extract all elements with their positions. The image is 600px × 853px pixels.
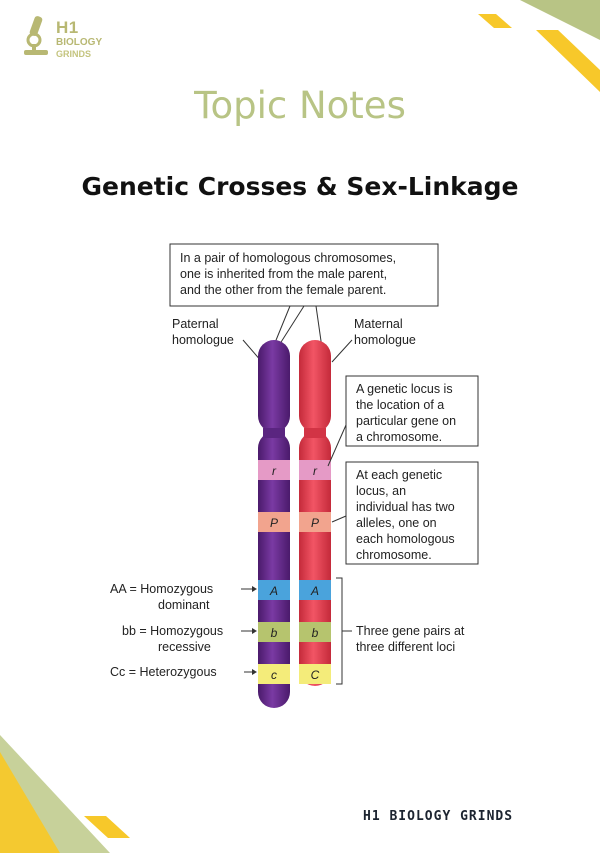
- inheritance-note-line-2: one is inherited from the male parent,: [180, 267, 387, 281]
- band-b-maternal: [299, 622, 331, 642]
- logo-grinds-text: GRINDS: [56, 49, 92, 59]
- logo-biology-text: BIOLOGY: [56, 37, 103, 48]
- band-c-maternal-label: C: [311, 668, 320, 682]
- alleles-box-line-2: locus, an: [356, 484, 406, 498]
- aa-label-line-2: dominant: [158, 598, 210, 612]
- band-c-paternal-label: c: [271, 668, 277, 682]
- band-a-maternal-label: A: [310, 584, 319, 598]
- gene-pairs-label-line-2: three different loci: [356, 640, 455, 654]
- bb-label-line-2: recessive: [158, 640, 211, 654]
- band-p-maternal-label: P: [311, 516, 319, 530]
- band-b-maternal-label: b: [312, 626, 319, 640]
- locus-box-line-3: particular gene on: [356, 414, 456, 428]
- cc-label-line-1: Cc = Heterozygous: [110, 665, 217, 679]
- locus-box-line-2: the location of a: [356, 398, 444, 412]
- gene-pairs-bracket: [336, 577, 352, 685]
- page-title: Genetic Crosses & Sex-Linkage: [81, 172, 519, 201]
- band-c-maternal: [299, 664, 331, 684]
- band-b-paternal-label: b: [271, 626, 278, 640]
- band-r-paternal: [258, 460, 290, 480]
- maternal-label-line-1: Maternal: [354, 317, 403, 331]
- footer-brand: H1 BIOLOGY GRINDS: [363, 809, 514, 824]
- alleles-box-line-4: alleles, one on: [356, 516, 437, 530]
- inheritance-note-box: In a pair of homologous chromosomes, one…: [169, 243, 439, 307]
- alleles-box-line-3: individual has two: [356, 500, 455, 514]
- band-p-paternal-label: P: [270, 516, 278, 530]
- microscope-icon: [24, 16, 48, 55]
- band-r-maternal-label: r: [313, 464, 318, 478]
- band-a-paternal-label: A: [269, 584, 278, 598]
- band-r-paternal-label: r: [272, 464, 277, 478]
- band-a-paternal: [258, 580, 290, 600]
- band-r-maternal: [299, 460, 331, 480]
- band-c-paternal: [258, 664, 290, 684]
- alleles-box-line-5: each homologous: [356, 532, 455, 546]
- gene-pairs-label-line-1: Three gene pairs at: [356, 624, 465, 638]
- maternal-label-line-2: homologue: [354, 333, 416, 347]
- paternal-label-line-1: Paternal: [172, 317, 219, 331]
- brand-logo: H1 BIOLOGY GRINDS: [20, 14, 130, 64]
- locus-definition-box: A genetic locus is the location of a par…: [345, 375, 479, 447]
- paternal-label-line-2: homologue: [172, 333, 234, 347]
- alleles-box-line-1: At each genetic: [356, 468, 442, 482]
- alleles-definition-box: At each genetic locus, an individual has…: [345, 461, 479, 565]
- bb-label-line-1: bb = Homozygous: [122, 624, 223, 638]
- topic-heading: Topic Notes: [194, 84, 406, 127]
- locus-box-line-1: A genetic locus is: [356, 382, 453, 396]
- alleles-box-line-6: chromosome.: [356, 548, 432, 562]
- inheritance-note-line-1: In a pair of homologous chromosomes,: [180, 251, 396, 265]
- logo-h1-text: H1: [56, 18, 79, 37]
- locus-box-line-4: a chromosome.: [356, 430, 442, 444]
- band-p-maternal: [299, 512, 331, 532]
- inheritance-note-line-3: and the other from the female parent.: [180, 283, 386, 297]
- band-p-paternal: [258, 512, 290, 532]
- aa-label-line-1: AA = Homozygous: [110, 582, 213, 596]
- band-b-paternal: [258, 622, 290, 642]
- band-a-maternal: [299, 580, 331, 600]
